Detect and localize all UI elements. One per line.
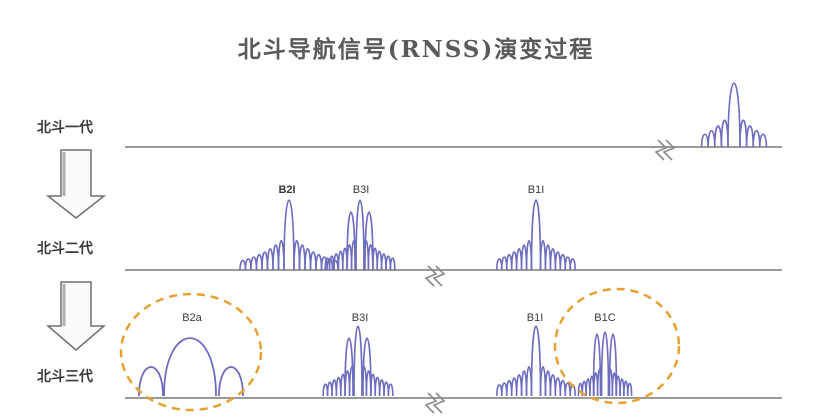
axis-break-gen3 [424,392,446,414]
spectrum-gen3-b3i [322,325,394,397]
generation-label-beidou-3: 北斗三代 [37,369,93,385]
spectrum-gen3-b1c [577,331,633,397]
generation-label-beidou-2: 北斗二代 [37,241,93,257]
spectrum-gen2-b3i [324,199,396,271]
generation-label-beidou-1: 北斗一代 [37,120,93,136]
down-arrow-gen2-to-gen3 [45,281,107,351]
diagram-title: 北斗导航信号(RNSS)演变过程 [237,36,595,63]
down-arrow-gen1-to-gen2 [45,149,107,219]
spectrum-gen2-b2i [239,199,339,271]
signal-label-b2i: B2I [278,184,295,196]
spectrum-gen3-b2a [138,337,244,397]
signal-label-b1c: B1C [594,312,615,324]
axis-break-gen2 [424,265,446,287]
axis-break-gen1 [654,139,676,161]
signal-label-b3i-gen3: B3I [352,312,369,324]
spectrum-gen3-b1i [496,325,576,397]
highlight-circle-b2a [119,292,263,412]
spectrum-gen1-b1 [700,82,768,148]
signal-label-b1i-gen3: B1I [527,312,544,324]
highlight-circle-b1c [553,287,681,405]
signal-label-b3i-gen2: B3I [353,184,370,196]
signal-label-b2a: B2a [182,312,202,324]
signal-label-b1i-gen2: B1I [528,184,545,196]
spectrum-gen2-b1i [496,199,576,271]
